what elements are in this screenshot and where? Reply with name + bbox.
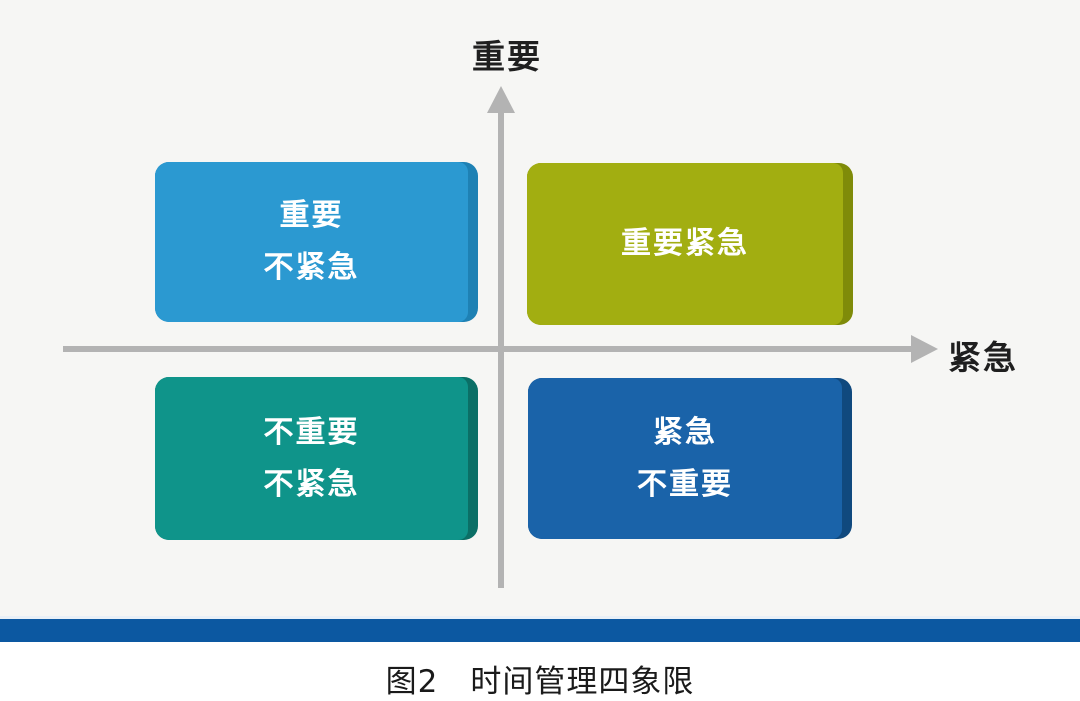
footer-area	[0, 642, 1080, 699]
y-axis-label: 重要	[472, 37, 542, 76]
quadrant-urgent-not-important: 紧急 不重要	[528, 378, 852, 539]
quadrant-face: 紧急 不重要	[528, 378, 842, 539]
quadrant-label: 重要紧急	[621, 226, 749, 261]
quadrant-label: 重要 不紧急	[263, 198, 360, 285]
quadrant-face: 不重要 不紧急	[155, 377, 468, 540]
quadrant-face: 重要紧急	[527, 163, 843, 325]
quadrant-face: 重要 不紧急	[155, 162, 468, 322]
quadrant-important-urgent: 重要紧急	[527, 163, 853, 325]
divider-bar	[0, 616, 1080, 642]
y-axis-arrow-icon	[487, 86, 515, 113]
quadrant-not-important-not-urgent: 不重要 不紧急	[155, 377, 478, 540]
x-axis-arrow-icon	[911, 335, 938, 363]
quadrant-important-not-urgent: 重要 不紧急	[155, 162, 478, 322]
x-axis-line	[63, 346, 912, 352]
quadrant-label: 紧急 不重要	[637, 414, 733, 502]
x-axis-label: 紧急	[948, 338, 1018, 377]
figure-caption: 图2 时间管理四象限	[385, 664, 695, 700]
quadrant-label: 不重要 不紧急	[263, 414, 360, 502]
